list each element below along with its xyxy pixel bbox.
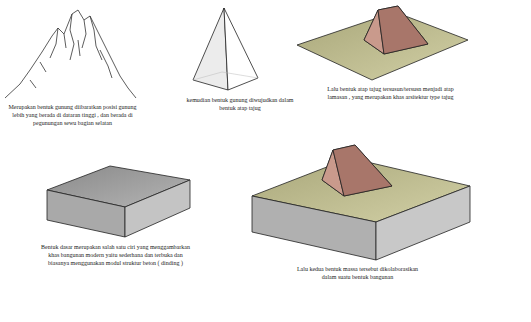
caption: Merupakan bentuk gunung diibaratkan posi… — [5, 104, 140, 127]
caption: Lalu kedua bentuk massa tersebut dikolab… — [290, 266, 425, 282]
lamasan-roof — [297, 6, 468, 80]
base-box — [47, 166, 190, 237]
mountain-sketch — [5, 10, 136, 98]
combined-building — [252, 145, 470, 260]
caption: Bentuk dasar merupakan salah satu ciri y… — [38, 244, 193, 267]
pyramid-roof — [193, 8, 258, 90]
caption: Lalu bentuk atap tajug tersusun/tersusn … — [318, 86, 463, 102]
caption: kemudian bentuk gunung diwujudkan dalam … — [185, 97, 295, 113]
